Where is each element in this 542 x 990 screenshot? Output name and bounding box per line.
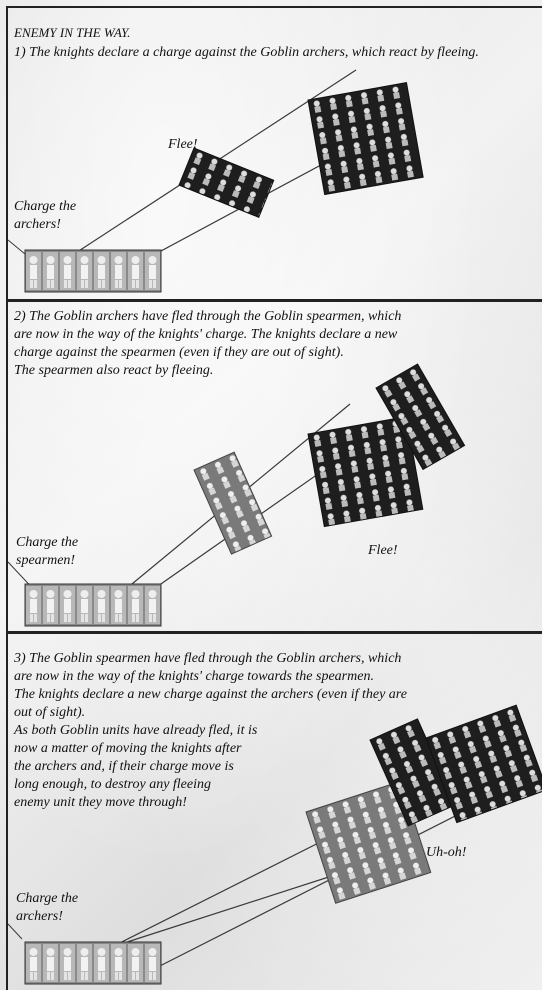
goblin-spearmen-unit	[308, 83, 423, 195]
charge-label-line2: archers!	[14, 216, 61, 234]
label-pointer	[8, 924, 22, 939]
panel-3: 3) The Goblin spearmen have fled through…	[6, 632, 542, 990]
page-heading: ENEMY IN THE WAY.	[14, 24, 536, 42]
panel-2: 2) The Goblin archers have fled through …	[6, 300, 542, 633]
panel-1: ENEMY IN THE WAY. 1) The knights declare…	[6, 6, 542, 301]
label-pointer	[8, 240, 25, 254]
panel-1-text: 1) The knights declare a charge against …	[14, 44, 536, 62]
goblin-archers-unit	[179, 148, 274, 217]
charge-label-line2: spearmen!	[16, 552, 75, 570]
charge-label-line2: archers!	[16, 908, 63, 926]
knights-unit	[25, 584, 161, 626]
uhoh-label: Uh-oh!	[426, 844, 466, 862]
panel-2-text: 2) The Goblin archers have fled through …	[14, 308, 536, 380]
flee-label: Flee!	[368, 542, 398, 560]
knights-unit	[25, 942, 161, 984]
charge-label-line1: Charge the	[16, 534, 78, 552]
flee-label: Flee!	[168, 136, 198, 154]
charge-label-line1: Charge the	[14, 198, 76, 216]
knights-unit	[25, 250, 161, 292]
goblin-spearmen-unit-fleeing	[194, 452, 272, 554]
charge-label-line1: Charge the	[16, 890, 78, 908]
panel-3-text: 3) The Goblin spearmen have fled through…	[14, 650, 536, 812]
